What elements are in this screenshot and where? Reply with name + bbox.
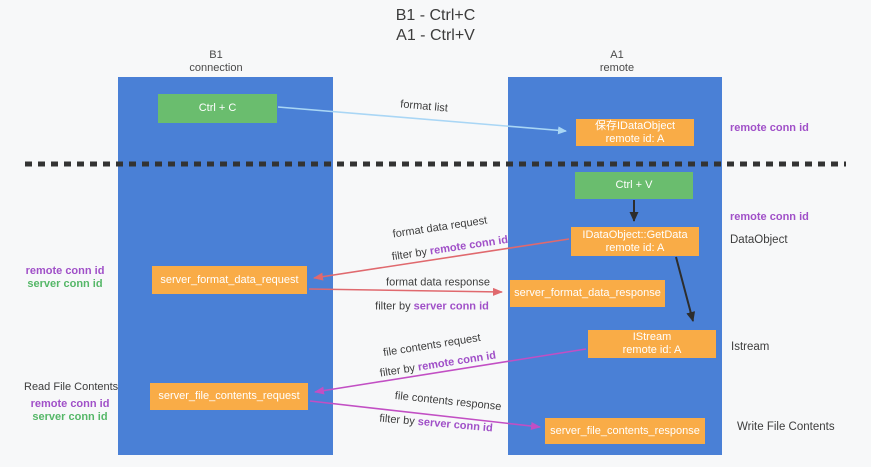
annotation-left2-remote-conn-id: remote conn id <box>30 398 110 410</box>
node-file-request-label: server_file_contents_request <box>158 390 300 402</box>
annotation-left-conn-ids: remote conn id server conn id <box>24 265 106 291</box>
node-server-format-data-request: server_format_data_request <box>152 266 307 294</box>
left-column-name: B1 <box>209 49 223 61</box>
node-saved-idataobject-line1: 保存IDataObject <box>594 119 676 132</box>
server-conn-id-text: server conn id <box>413 300 489 313</box>
left-column-role: connection <box>189 62 243 74</box>
node-ctrl-c: Ctrl + C <box>158 94 277 123</box>
node-ctrl-v: Ctrl + V <box>575 172 693 199</box>
node-server-format-data-response: server_format_data_response <box>510 280 665 307</box>
title-line-2: A1 - Ctrl+V <box>396 27 475 44</box>
node-saved-idataobject-line2: remote id: A <box>605 132 665 145</box>
edge-label-format-data-request: format data request <box>391 214 488 241</box>
node-idataobject-getdata: IDataObject::GetData remote id: A <box>571 227 699 256</box>
annotation-dataobject: DataObject <box>730 234 788 246</box>
node-getdata-line1: IDataObject::GetData <box>582 228 688 241</box>
edge-label-format-list: format list <box>399 98 449 115</box>
edge-label-format-data-response: format data response <box>386 276 490 289</box>
node-istream: IStream remote id: A <box>588 330 716 358</box>
annotation-remote-conn-id-top: remote conn id <box>730 122 809 134</box>
node-format-response-label: server_format_data_response <box>514 287 661 299</box>
filter-by-text: filter by <box>379 362 416 380</box>
annotation-left2-server-conn-id: server conn id <box>32 411 108 423</box>
annotation-istream: Istream <box>731 341 770 353</box>
node-ctrl-c-label: Ctrl + C <box>198 102 237 114</box>
annotation-left-server-conn-id: server conn id <box>27 278 103 290</box>
node-istream-line1: IStream <box>632 331 672 343</box>
remote-conn-id-text: remote conn id <box>429 233 509 258</box>
annotation-read-file-contents: Read File Contents <box>24 381 119 393</box>
edge-label-filter-server-2: filter by server conn id <box>379 413 493 436</box>
node-server-file-contents-response: server_file_contents_response <box>545 418 705 444</box>
right-column-header: A1 remote <box>557 49 677 75</box>
filter-by-text: filter by <box>390 246 428 264</box>
diagram-title: B1 - Ctrl+C A1 - Ctrl+V <box>0 6 871 46</box>
edge-label-filter-server-1: filter by server conn id <box>375 301 489 314</box>
right-column-role: remote <box>599 62 635 74</box>
title-line-1: B1 - Ctrl+C <box>395 7 476 24</box>
annotation-left-remote-conn-id: remote conn id <box>25 265 105 277</box>
annotation-remote-conn-id-mid: remote conn id <box>730 211 809 223</box>
left-column-header: B1 connection <box>156 49 276 75</box>
annotation-write-file-contents: Write File Contents <box>737 421 835 433</box>
node-file-response-label: server_file_contents_response <box>550 424 700 437</box>
node-getdata-line2: remote id: A <box>605 241 665 254</box>
edge-label-file-contents-response: file contents response <box>394 389 502 414</box>
filter-by-text: filter by <box>375 300 411 313</box>
filter-by-text: filter by <box>378 412 416 428</box>
node-format-request-label: server_format_data_request <box>160 273 299 286</box>
server-conn-id-text: server conn id <box>417 415 494 435</box>
node-ctrl-v-label: Ctrl + V <box>615 179 653 191</box>
node-istream-line2: remote id: A <box>622 344 682 356</box>
annotation-read-file-contents-block: Read File Contents remote conn id server… <box>24 381 119 424</box>
node-saved-idataobject: 保存IDataObject remote id: A <box>576 119 694 146</box>
right-column-name: A1 <box>610 49 624 61</box>
node-server-file-contents-request: server_file_contents_request <box>150 383 308 410</box>
